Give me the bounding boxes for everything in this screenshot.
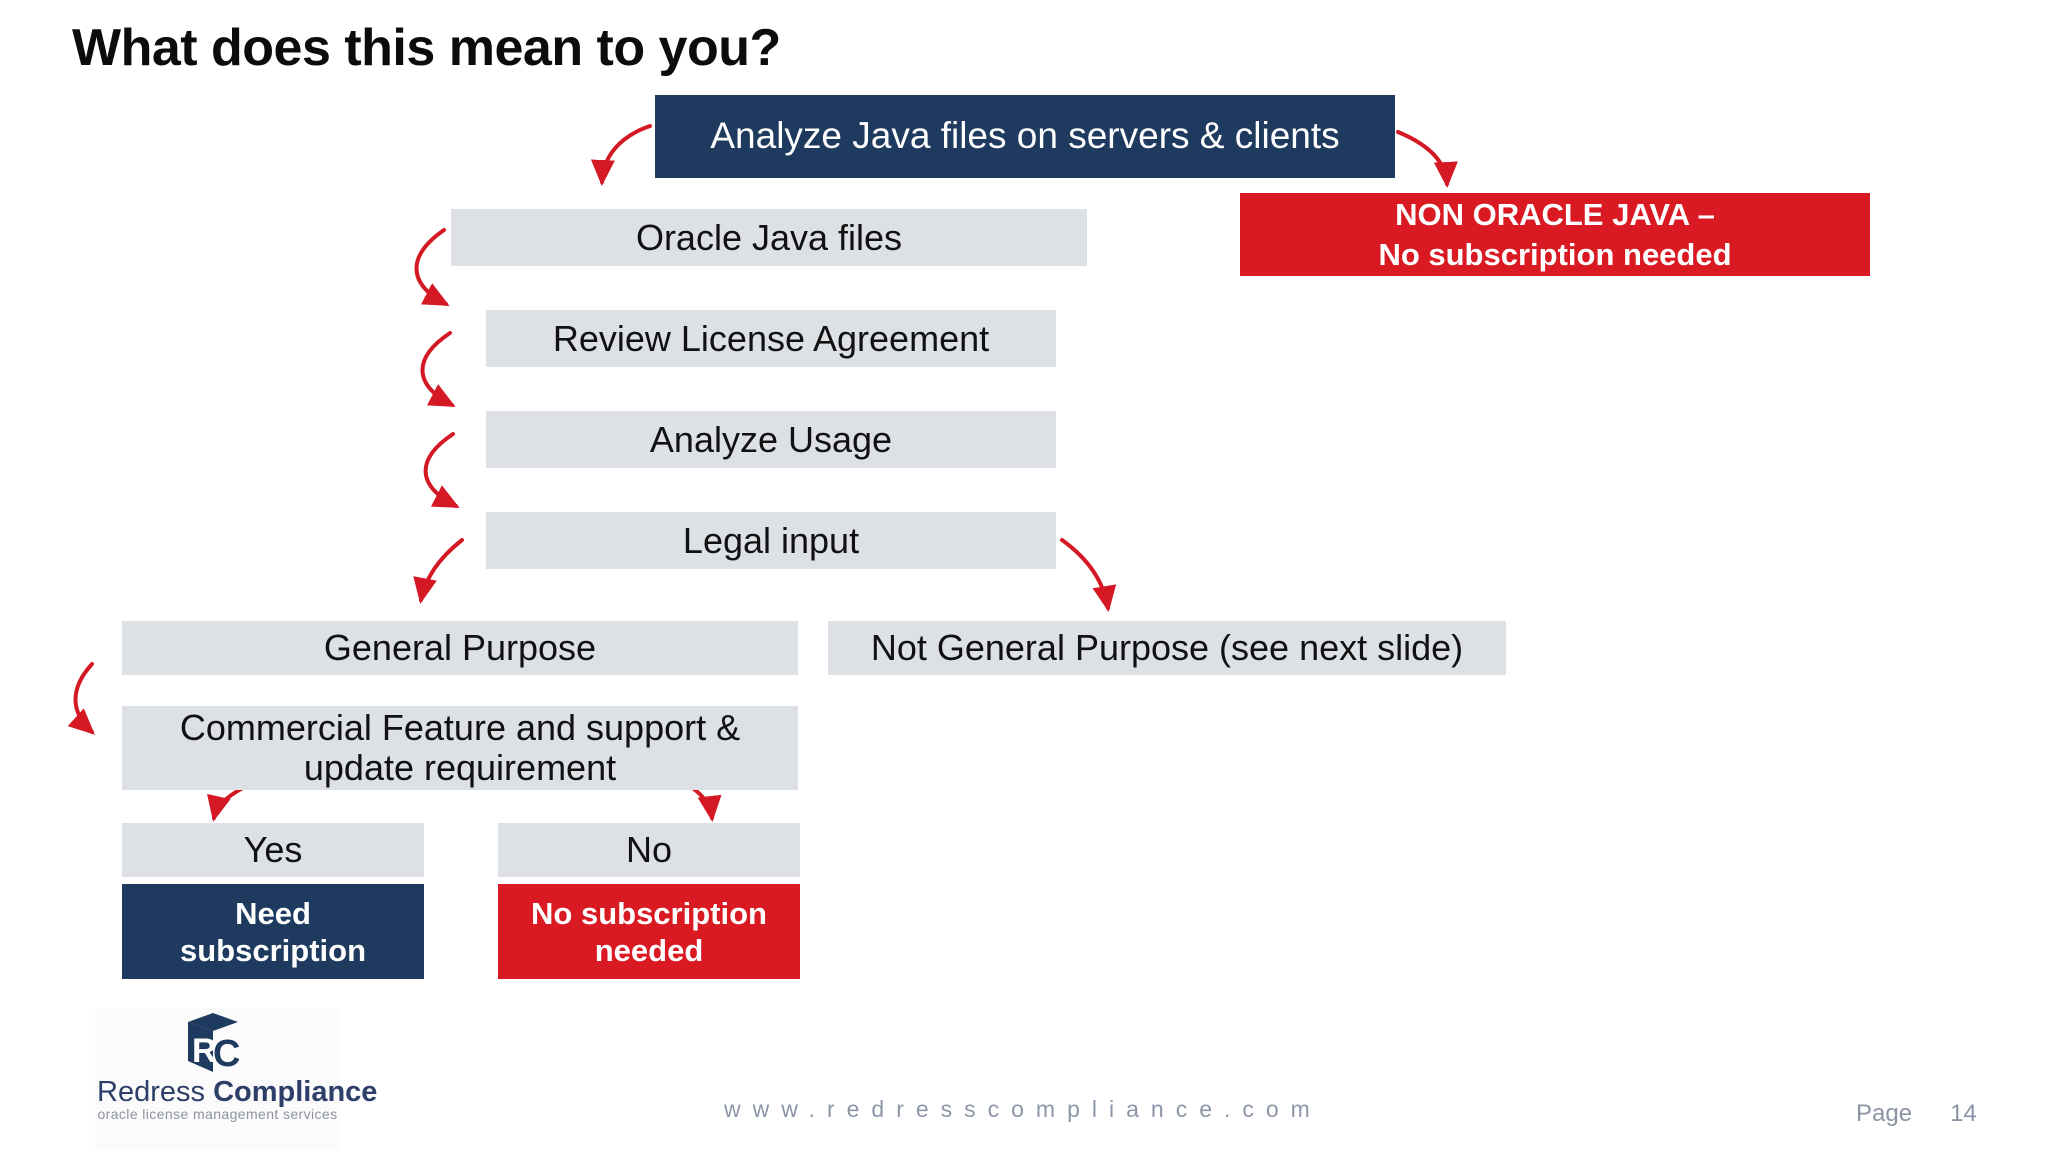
arrow-top-to-non-oracle (1396, 130, 1458, 188)
footer-page-label: Page (1856, 1100, 1913, 1127)
node-label: Oracle Java files (635, 216, 903, 258)
node-analyze-java-files: Analyze Java files on servers & clients (655, 95, 1395, 178)
page-title: What does this mean to you? (72, 19, 781, 77)
node-label-line2: update requirement (303, 747, 617, 788)
node-analyze-usage: Analyze Usage (486, 411, 1056, 468)
footer-page: Page 14 (1856, 1100, 1977, 1128)
monogram-c: C (213, 1033, 239, 1074)
arrow-general-to-commercial (67, 662, 95, 735)
arrow-top-to-oracle-java (590, 124, 652, 186)
arrow-review-to-usage (420, 331, 456, 407)
node-label-line2: subscription (179, 932, 366, 968)
node-label: Review License Agreement (552, 317, 990, 359)
node-label: Legal input (682, 519, 860, 561)
node-review-license-agreement: Review License Agreement (486, 310, 1056, 367)
node-commercial-feature: Commercial Feature and support & update … (122, 706, 798, 790)
node-oracle-java-files: Oracle Java files (451, 209, 1087, 266)
node-label-line1: No subscription (531, 895, 767, 931)
monogram-r: R (192, 1032, 217, 1070)
logo-name-bold: Compliance (213, 1076, 378, 1108)
node-label: Analyze Java files on servers & clients (710, 115, 1340, 157)
arrow-legal-to-not-general (1060, 538, 1117, 612)
footer-page-number: 14 (1950, 1100, 1977, 1127)
footer-website: www.redresscompliance.com (724, 1096, 1322, 1122)
logo-name-regular: Redress (97, 1076, 205, 1108)
node-label: No (625, 829, 673, 871)
node-not-general-purpose: Not General Purpose (see next slide) (828, 621, 1506, 675)
arrow-legal-to-general (413, 538, 464, 604)
rc-cube-icon: R C (188, 1013, 239, 1074)
node-no: No (498, 823, 800, 877)
node-no-subscription-needed: No subscription needed (498, 884, 800, 979)
company-logo: R C Redress Compliance oracle license ma… (95, 1008, 377, 1150)
logo-tagline: oracle license management services (97, 1106, 338, 1122)
node-general-purpose: General Purpose (122, 621, 798, 675)
logo-name: Redress Compliance (97, 1076, 377, 1109)
arrow-usage-to-legal (423, 432, 460, 508)
node-label: General Purpose (323, 627, 597, 669)
node-label-line2: needed (594, 932, 704, 968)
node-label-line1: Commercial Feature and support & (179, 707, 741, 748)
node-label-line1: Need (235, 895, 311, 931)
arrow-oracle-to-review (414, 228, 450, 306)
node-label: Not General Purpose (see next slide) (870, 627, 1464, 669)
node-yes: Yes (122, 823, 424, 877)
node-need-subscription: Need subscription (122, 884, 424, 979)
node-legal-input: Legal input (486, 512, 1056, 569)
node-label-line1: NON ORACLE JAVA – (1395, 196, 1715, 232)
node-non-oracle-java: NON ORACLE JAVA – No subscription needed (1240, 193, 1870, 276)
node-label-line2: No subscription needed (1378, 236, 1732, 272)
node-label: Yes (243, 829, 303, 871)
node-label: Analyze Usage (649, 418, 893, 460)
